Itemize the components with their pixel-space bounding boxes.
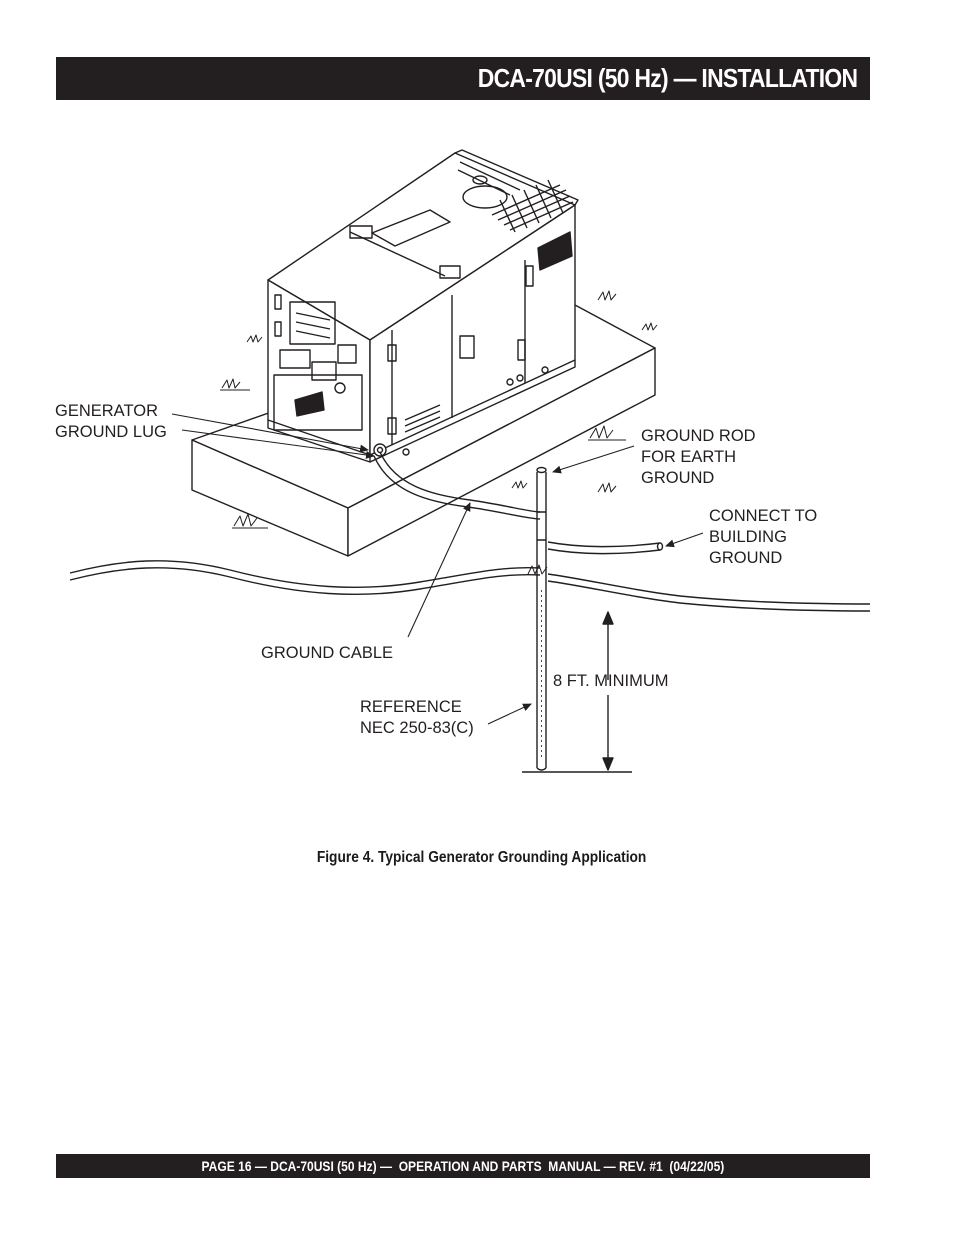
label-ground-cable: GROUND CABLE <box>261 644 393 662</box>
label-generator-ground-lug-1: GENERATOR <box>55 402 158 420</box>
generator-enclosure <box>267 149 579 463</box>
page-footer-text: PAGE 16 — DCA-70USI (50 Hz) — OPERATION … <box>201 1158 725 1174</box>
callout-labels: GENERATOR GROUND LUG GROUND ROD FOR EART… <box>55 402 817 737</box>
mq-power-logo <box>294 231 573 417</box>
label-connect-building-2: BUILDING <box>709 528 787 546</box>
figure-caption-text: Figure 4. Typical Generator Grounding Ap… <box>317 849 647 866</box>
ground-rod <box>536 466 547 771</box>
page-footer: PAGE 16 — DCA-70USI (50 Hz) — OPERATION … <box>56 1158 870 1174</box>
label-ground-rod-2: FOR EARTH <box>641 448 736 466</box>
label-connect-building-3: GROUND <box>709 549 782 567</box>
callout-leaders <box>171 413 704 725</box>
ground-lug <box>373 443 410 457</box>
label-depth: 8 FT. MINIMUM <box>553 672 669 690</box>
label-reference-1: REFERENCE <box>360 698 462 716</box>
ground-cable <box>373 451 664 555</box>
grass-tufts <box>220 290 658 575</box>
label-connect-building-1: CONNECT TO <box>709 507 817 525</box>
label-ground-rod-1: GROUND ROD <box>641 427 756 445</box>
label-generator-ground-lug-2: GROUND LUG <box>55 423 167 441</box>
label-reference-2: NEC 250-83(C) <box>360 719 474 737</box>
page-header-bar: DCA-70USI (50 Hz) — INSTALLATION <box>56 57 870 100</box>
depth-dimension <box>522 611 632 773</box>
page-footer-bar: PAGE 16 — DCA-70USI (50 Hz) — OPERATION … <box>56 1154 870 1178</box>
figure-caption: Figure 4. Typical Generator Grounding Ap… <box>0 849 954 867</box>
label-ground-rod-3: GROUND <box>641 469 714 487</box>
ground-surface <box>69 560 871 612</box>
page-title: DCA-70USI (50 Hz) — INSTALLATION <box>477 63 857 93</box>
